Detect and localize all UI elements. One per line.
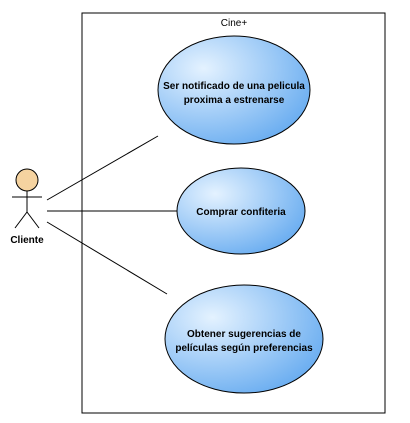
- use-case-notify[interactable]: Ser notificado de una pelicula proxima a…: [157, 35, 311, 145]
- use-case-buy[interactable]: Comprar confiteria: [176, 167, 306, 255]
- association-line-notify: [46, 135, 159, 201]
- system-title: Cine+: [221, 18, 248, 29]
- use-case-suggest[interactable]: Obtener sugerencias de películas según p…: [164, 284, 324, 394]
- association-line-suggest: [46, 221, 168, 295]
- actor-cliente[interactable]: Cliente: [10, 168, 44, 246]
- use-case-label-line: proxima a estrenarse: [184, 95, 285, 106]
- use-case-label-line: Ser notificado de una pelicula: [163, 81, 305, 92]
- actor-head: [15, 168, 39, 192]
- actor-left-leg: [14, 211, 28, 229]
- actor-right-leg: [26, 211, 40, 229]
- use-case-label-line: Obtener sugerencias de: [187, 329, 301, 340]
- use-case-ellipse: [164, 284, 324, 394]
- use-case-ellipse: [157, 35, 311, 145]
- use-case-label-line: películas según preferencias: [175, 343, 313, 354]
- use-case-ellipse: [176, 167, 306, 255]
- use-case-label-line: Comprar confiteria: [196, 207, 286, 218]
- actor-label: Cliente: [10, 235, 44, 246]
